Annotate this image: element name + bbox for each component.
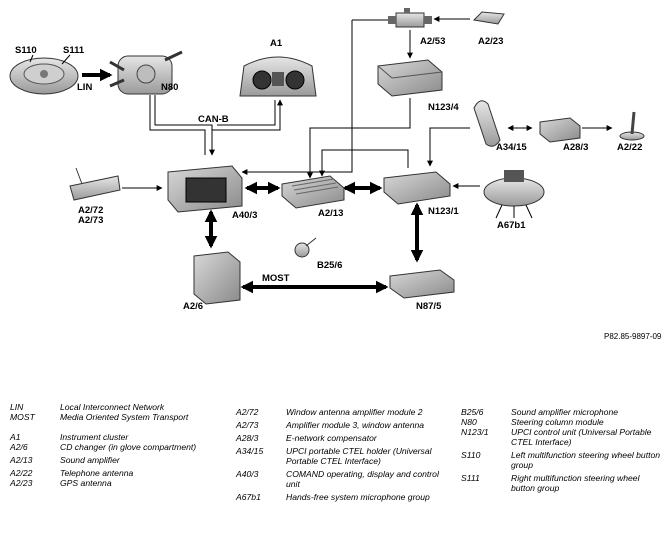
- label-a2-13: A2/13: [318, 208, 343, 219]
- legend-code: A2/73: [236, 420, 259, 430]
- legend-code: A2/6: [10, 442, 28, 452]
- legend-entry: A2/6 CD changer (in glove compartment): [10, 442, 210, 452]
- legend-entry: A2/13 Sound amplifier: [10, 455, 210, 465]
- legend-entry: A2/23 GPS antenna: [10, 478, 210, 488]
- legend-description: Left multifunction steering wheel button…: [511, 450, 661, 470]
- upci-control-unit-picture: [383, 171, 451, 205]
- legend-code: A2/72: [236, 407, 259, 417]
- legend-entry: A1 Instrument cluster: [10, 432, 210, 442]
- label-a1: A1: [270, 38, 283, 49]
- network-diagram: S110 S111 LIN N80 A1 CAN-B A2/53 A2/23 N…: [9, 8, 662, 341]
- gps-antenna-picture: [472, 11, 505, 25]
- label-a34-15: A34/15: [496, 142, 527, 153]
- n87-5-module-picture: [389, 269, 455, 299]
- label-lin: LIN: [77, 82, 92, 93]
- label-a2-23: A2/23: [478, 36, 503, 47]
- microphone-group-picture: [483, 170, 545, 219]
- comand-unit-picture: [167, 165, 243, 213]
- legend-description: Right multifunction steering wheel butto…: [511, 473, 640, 493]
- legend-description: Telephone antenna: [60, 468, 134, 478]
- legend-code: N123/1: [461, 427, 489, 437]
- label-a2-6: A2/6: [183, 301, 203, 312]
- window-antenna-amplifier-picture: [69, 167, 121, 201]
- legend-description: COMAND operating, display and control un…: [286, 469, 439, 489]
- legend-entry: A28/3 E-network compensator: [236, 433, 451, 443]
- legend-description: Local Interconnect Network: [60, 402, 165, 412]
- legend-code: LIN: [10, 402, 24, 412]
- label-a67b1: A67b1: [497, 220, 526, 231]
- legend-description: Sound amplifier: [60, 455, 120, 465]
- legend-code: A2/13: [10, 455, 33, 465]
- legend-description: Hands-free system microphone group: [286, 492, 430, 502]
- legend-code: S110: [461, 450, 481, 460]
- telephone-antenna-picture: [619, 111, 645, 141]
- legend-code: B25/6: [461, 407, 484, 417]
- legend-entry: A34/15 UPCI portable CTEL holder (Univers…: [236, 446, 451, 466]
- legend-entry: A2/72 Window antenna amplifier module 2: [236, 407, 451, 417]
- steering-column-module-picture: [109, 50, 183, 95]
- legend-entry: A2/73 Amplifier module 3, window antenna: [236, 420, 451, 430]
- legend-entry: A2/22 Telephone antenna: [10, 468, 210, 478]
- legend-description: Amplifier module 3, window antenna: [286, 420, 425, 430]
- label-s110: S110: [15, 45, 37, 56]
- amplifier-microphone-picture: [294, 237, 317, 258]
- label-n80: N80: [161, 82, 178, 93]
- legend-entry: S111 Right multifunction steering wheel b…: [461, 473, 661, 493]
- legend-entry: S110 Left multifunction steering wheel bu…: [461, 450, 661, 470]
- figure-id: P82.85-9897-09: [604, 332, 662, 341]
- legend-description: Window antenna amplifier module 2: [286, 407, 423, 417]
- legend-code: A28/3: [236, 433, 259, 443]
- antenna-splitter-picture: [388, 8, 432, 28]
- legend-description: Steering column module: [511, 417, 604, 427]
- label-a2-72: A2/72: [78, 205, 103, 216]
- legend-entry: MOST Media Oriented System Transport: [10, 412, 210, 422]
- instrument-cluster-picture: [239, 56, 317, 97]
- steering-wheel-picture: [9, 54, 79, 95]
- legend-code: N80: [461, 417, 477, 427]
- legend-entry: N80 Steering column module: [461, 417, 661, 427]
- label-s111: S111: [63, 45, 85, 56]
- legend-entry: LIN Local Interconnect Network: [10, 402, 210, 412]
- legend-description: CD changer (in glove compartment): [60, 442, 197, 452]
- cd-changer-picture: [193, 251, 241, 305]
- label-most: MOST: [262, 273, 290, 284]
- label-n123-1: N123/1: [428, 206, 459, 217]
- legend-description: Media Oriented System Transport: [60, 412, 189, 422]
- legend-code: A40/3: [236, 469, 259, 479]
- label-n87-5: N87/5: [416, 301, 442, 312]
- label-a2-73: A2/73: [78, 215, 103, 226]
- legend-code: S111: [461, 473, 480, 483]
- legend-entry: A67b1 Hands-free system microphone group: [236, 492, 451, 502]
- legend-description: UPCI portable CTEL holder (Universal Por…: [286, 446, 432, 466]
- legend-description: Sound amplifier microphone: [511, 407, 619, 417]
- sound-amplifier-picture: [281, 175, 345, 209]
- control-unit-n123-4-picture: [377, 59, 443, 97]
- label-b25-6: B25/6: [317, 260, 342, 271]
- legend-code: A67b1: [236, 492, 261, 502]
- label-a40-3: A40/3: [232, 210, 257, 221]
- legend-entry: B25/6 Sound amplifier microphone: [461, 407, 661, 417]
- legend-code: A1: [10, 432, 21, 442]
- legend-code: MOST: [10, 412, 35, 422]
- legend-code: A34/15: [236, 446, 264, 456]
- legend-description: Instrument cluster: [60, 432, 129, 442]
- e-network-compensator-picture: [539, 117, 581, 143]
- legend-code: A2/23: [10, 478, 33, 488]
- legend-description: E-network compensator: [286, 433, 377, 443]
- label-a2-53: A2/53: [420, 36, 445, 47]
- legend-entry: A40/3 COMAND operating, display and contr…: [236, 469, 451, 489]
- label-a28-3: A28/3: [563, 142, 588, 153]
- label-n123-4: N123/4: [428, 102, 459, 113]
- legend-code: A2/22: [10, 468, 33, 478]
- phone-holder-picture: [473, 100, 501, 147]
- legend-description: UPCI control unit (Universal Portable CT…: [511, 427, 652, 447]
- legend-entry: N123/1 UPCI control unit (Universal Porta…: [461, 427, 661, 447]
- legend-description: GPS antenna: [60, 478, 112, 488]
- label-can-b: CAN-B: [198, 114, 229, 125]
- connection-lines: [82, 16, 613, 294]
- label-a2-22: A2/22: [617, 142, 642, 153]
